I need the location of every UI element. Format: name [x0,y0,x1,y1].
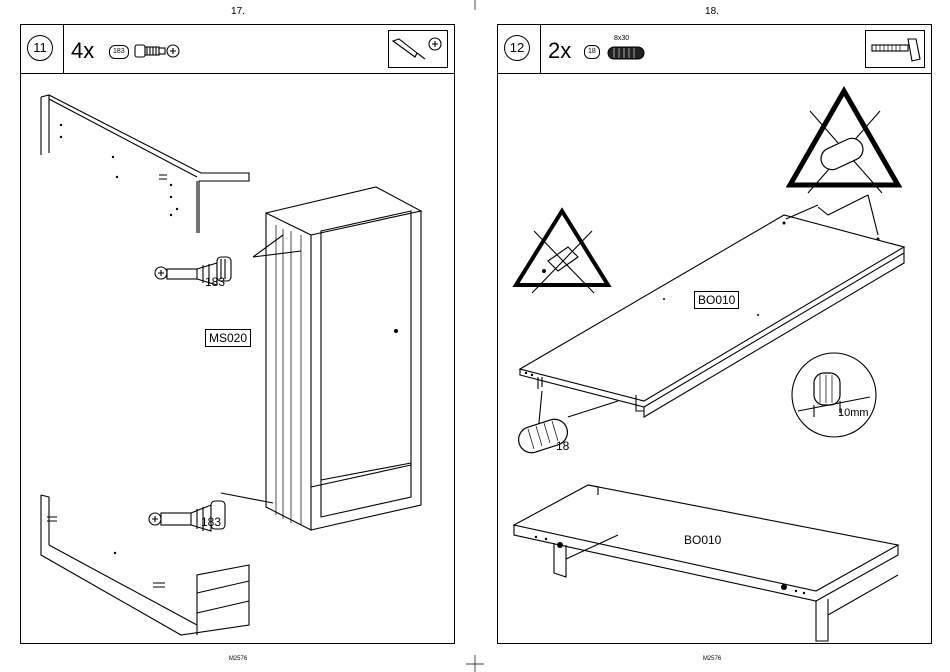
dowel-label: 18 [556,439,569,453]
panel-label-ms020: MS020 [205,329,251,347]
part-label-upper: 183 [205,275,225,289]
assembly-diagram-board [498,25,933,645]
board-label-top: BO010 [694,291,739,309]
footer-code: M2576 [682,656,742,662]
no-dowel-warning-icon [790,91,898,215]
no-glue-warning-icon [516,211,608,293]
page-number: 18. [692,6,732,17]
instruction-panel-step-12: 12 2x 18 8x30 [497,24,932,644]
part-label-lower: 183 [201,515,221,529]
instruction-panel-step-11: 11 4x 183 [20,24,455,644]
detail-zoom-circle [792,353,876,437]
board-label-bottom: BO010 [684,533,721,547]
footer-code: M2576 [208,656,268,662]
page-number: 17. [218,6,258,17]
depth-label: 10mm [838,407,869,419]
